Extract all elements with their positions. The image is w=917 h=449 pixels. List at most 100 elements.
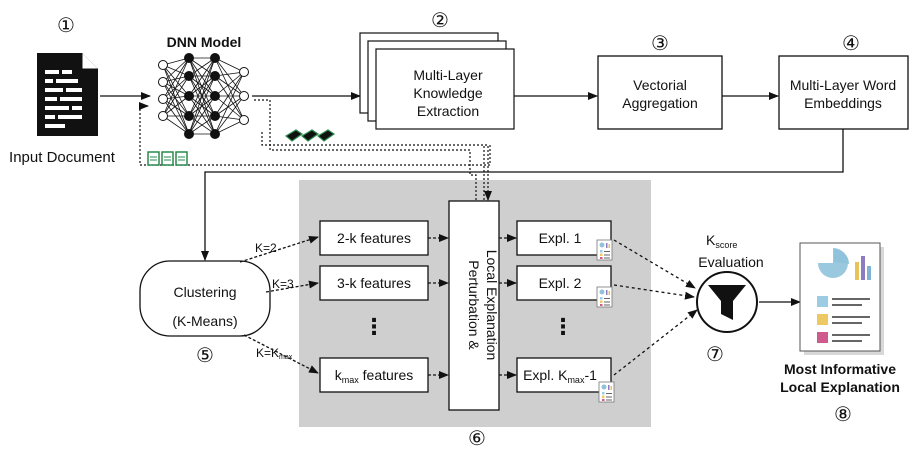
step-number-7: ⑦: [706, 342, 724, 366]
explanation-box-1: [516, 220, 612, 256]
mini-report-icon: [596, 239, 613, 261]
explanation-ellipsis: ⋮: [552, 314, 574, 339]
feature-label-2k: 2-k features: [337, 230, 411, 246]
extraction-line-2: Knowledge: [413, 85, 482, 101]
nn-connection: [162, 81, 190, 117]
arrow-k2: [239, 235, 319, 263]
arrow-e2-to-evaluation: [613, 284, 695, 300]
result-line-1: Most Informative: [784, 361, 896, 377]
nn-neuron: [184, 71, 194, 81]
nn-connection: [214, 95, 245, 117]
explanation-label-2: Expl. 2: [539, 275, 582, 291]
nn-neuron: [239, 91, 249, 101]
nn-connection: [214, 71, 245, 117]
arrow-e1-to-evaluation: [613, 239, 696, 289]
nn-connection: [214, 71, 245, 97]
embeddings-line-2: Embeddings: [804, 95, 882, 111]
nn-connection: [188, 57, 216, 117]
clustering-line-2: (K-Means): [172, 313, 237, 329]
nn-neuron: [158, 111, 168, 121]
nn-neuron: [239, 115, 249, 125]
nn-connection: [162, 81, 190, 135]
step-number-5: ⑤: [196, 343, 214, 367]
explanation-box-kmax: [516, 357, 612, 393]
nn-connection: [162, 64, 190, 97]
aggregation-line-2: Aggregation: [622, 95, 698, 111]
nn-connection: [188, 115, 216, 135]
nn-neuron: [210, 91, 220, 101]
neural-network-icon: [158, 53, 249, 139]
nn-neuron: [210, 71, 220, 81]
nn-connection: [214, 95, 245, 135]
nn-connection: [162, 95, 190, 117]
step-number-8: ⑧: [834, 402, 852, 426]
nn-connection: [188, 57, 216, 97]
nn-connection: [162, 98, 190, 117]
embeddings-box: [778, 55, 909, 130]
explanation-box-2: [516, 265, 612, 301]
nn-connection: [188, 57, 216, 77]
nn-neuron: [158, 94, 168, 104]
dotted-path-docs-feedback: [139, 102, 491, 166]
step-number-1: ①: [57, 13, 75, 37]
dotted-path-to-perturbation: [261, 132, 492, 201]
nn-neuron: [184, 111, 194, 121]
feature-box-kmax: [319, 357, 429, 393]
arrow-k3: [265, 280, 319, 293]
extraction-line-3: Extraction: [417, 103, 479, 119]
input-document-label: Input Document: [9, 149, 116, 166]
nn-connection: [214, 57, 245, 97]
dnn-model-label: DNN Model: [167, 34, 242, 50]
feature-box-2k: [319, 220, 429, 256]
result-line-2: Local Explanation: [780, 379, 900, 395]
feature-ellipsis: ⋮: [363, 314, 385, 339]
nn-connection: [162, 57, 190, 100]
nn-neuron: [210, 53, 220, 63]
feature-label-3k: 3-k features: [337, 275, 411, 291]
perturbation-box: [448, 200, 500, 411]
nn-connection: [188, 95, 216, 135]
nn-connection: [162, 64, 190, 117]
arrow-kmax: [243, 334, 319, 374]
kscore-evaluation-label: Evaluation: [698, 254, 763, 270]
nn-neuron: [184, 129, 194, 139]
nn-connection: [162, 57, 190, 83]
nn-neuron: [210, 129, 220, 139]
result-report-icon: [799, 242, 884, 355]
nn-connection: [162, 75, 190, 117]
clustering-box: [139, 260, 271, 337]
arrow-embeddings-to-clustering: [201, 129, 844, 261]
nn-connection: [188, 75, 216, 97]
edge-label-k3: K=3: [272, 277, 294, 291]
perturbation-line-1: Perturbation &: [466, 260, 482, 350]
edge-label-kmax: K=Kmax: [256, 346, 293, 361]
step-number-4: ④: [842, 31, 860, 55]
nn-connection: [188, 57, 216, 135]
nn-neuron: [239, 67, 249, 77]
nn-neuron: [184, 91, 194, 101]
dotted-path-model-query: [254, 99, 477, 200]
nn-neuron: [158, 77, 168, 87]
step-number-3: ③: [651, 31, 669, 55]
extraction-box: [375, 48, 515, 130]
nn-connection: [214, 75, 245, 121]
nn-connection: [188, 75, 216, 135]
embeddings-line-1: Multi-Layer Word: [790, 77, 896, 93]
funnel-icon: [696, 271, 758, 333]
nn-connection: [162, 115, 190, 135]
nn-neuron: [184, 53, 194, 63]
extraction-line-1: Multi-Layer: [413, 67, 483, 83]
nn-connection: [214, 119, 245, 135]
explanation-label-kmax: Expl. Kmax-1: [523, 367, 597, 385]
nn-connection: [162, 57, 190, 117]
perturbed-documents-icon: [147, 151, 188, 166]
nn-connection: [188, 95, 216, 117]
mini-report-icon: [596, 286, 613, 308]
nn-connection: [214, 57, 245, 73]
nn-neuron: [210, 111, 220, 121]
explanation-label-1: Expl. 1: [539, 230, 582, 246]
nn-connection: [214, 57, 245, 121]
aggregation-line-1: Vectorial: [633, 77, 687, 93]
